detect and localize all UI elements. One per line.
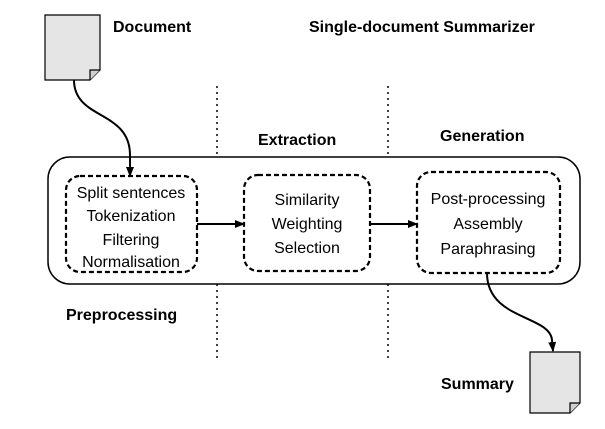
input-arrow bbox=[73, 79, 134, 177]
preprocessing-step: Filtering bbox=[103, 232, 160, 249]
generation-box bbox=[415, 170, 562, 275]
stage-name-generation: Generation bbox=[440, 128, 524, 145]
preprocessing-step: Tokenization bbox=[87, 208, 176, 225]
summary-label: Summary bbox=[441, 376, 514, 393]
extraction-step: Weighting bbox=[272, 216, 343, 233]
generation-step: Assembly bbox=[453, 216, 522, 233]
generation-step: Post-processing bbox=[431, 191, 546, 208]
preprocessing-step: Split sentences bbox=[77, 185, 186, 202]
generation-step: Paraphrasing bbox=[440, 241, 535, 258]
diagram-title: Single-document Summarizer bbox=[309, 19, 535, 36]
document-label: Document bbox=[113, 19, 192, 36]
preprocessing-step: Normalisation bbox=[82, 254, 180, 271]
extraction-step: Similarity bbox=[275, 192, 340, 209]
summary-document-icon bbox=[529, 351, 581, 414]
preprocessing-box bbox=[64, 174, 199, 274]
stage-name-extraction: Extraction bbox=[258, 132, 336, 149]
extraction-step: Selection bbox=[274, 240, 340, 257]
stage-name-preprocessing: Preprocessing bbox=[66, 307, 177, 324]
output-arrow bbox=[486, 272, 557, 352]
document-icon bbox=[44, 14, 101, 81]
